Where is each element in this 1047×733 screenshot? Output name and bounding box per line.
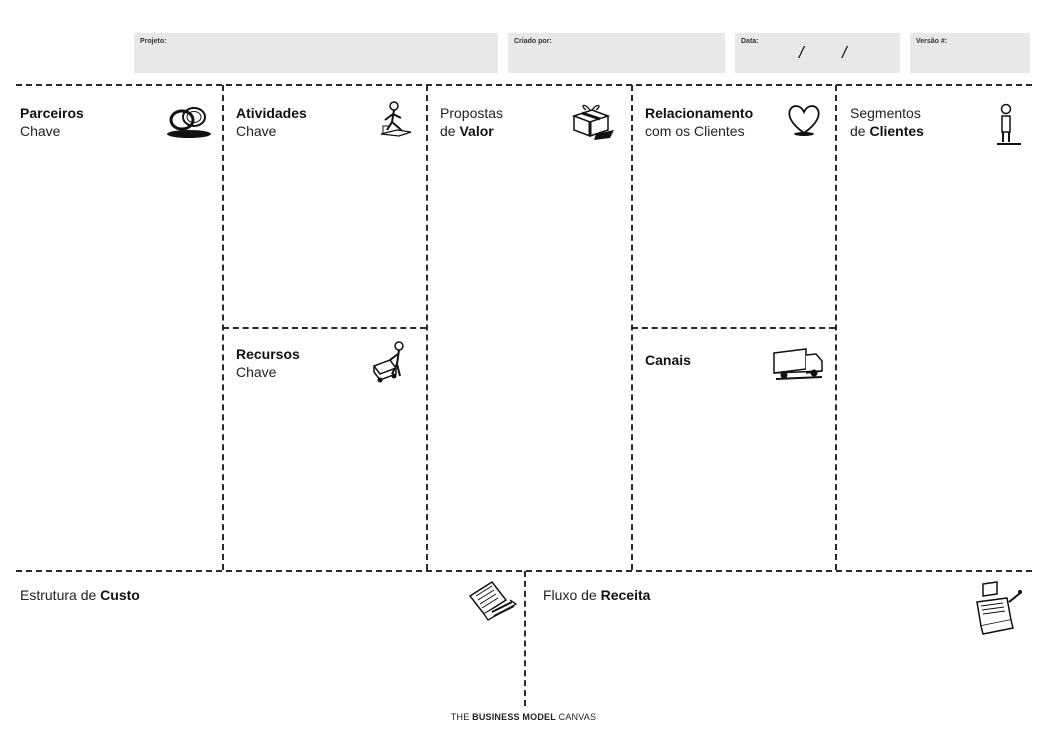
canvas-footer: THE BUSINESS MODEL CANVAS bbox=[0, 712, 1047, 722]
block-channels-title: Canais bbox=[645, 351, 691, 369]
partners-line2: Chave bbox=[20, 123, 61, 139]
date-label: Data: bbox=[741, 38, 759, 45]
relationships-line1: Relacionamento bbox=[645, 105, 754, 121]
activities-resources-divider bbox=[223, 327, 426, 329]
block-segments-title: Segmentos de Clientes bbox=[850, 104, 924, 140]
gift-icon bbox=[570, 100, 616, 142]
block-partners-title: Parceiros Chave bbox=[20, 104, 84, 140]
resources-line2: Chave bbox=[236, 364, 277, 380]
rings-icon bbox=[164, 104, 214, 140]
person-icon bbox=[993, 102, 1023, 148]
forklift-icon bbox=[370, 338, 414, 386]
block-activities-title: Atividades Chave bbox=[236, 104, 307, 140]
segments-line2-pre: de bbox=[850, 123, 870, 139]
block-resources-title: Recursos Chave bbox=[236, 345, 300, 381]
cost-pre: Estrutura de bbox=[20, 587, 101, 603]
value-line2-bold: Valor bbox=[459, 123, 494, 139]
divider-v4 bbox=[835, 85, 837, 570]
relationships-line2: com os Clientes bbox=[645, 123, 745, 139]
footer-bold: BUSINESS MODEL bbox=[472, 712, 556, 722]
activities-line1: Atividades bbox=[236, 105, 307, 121]
revenue-pre: Fluxo de bbox=[543, 587, 601, 603]
receipt-icon bbox=[464, 580, 520, 624]
cash-register-icon bbox=[973, 580, 1023, 638]
heart-icon bbox=[786, 103, 822, 137]
value-line1: Propostas bbox=[440, 105, 504, 121]
version-field[interactable]: Versão #: bbox=[910, 33, 1030, 73]
block-revenue-title: Fluxo de Receita bbox=[543, 586, 650, 604]
footer-post: CANVAS bbox=[555, 712, 597, 722]
block-relationships-title: Relacionamento com os Clientes bbox=[645, 104, 753, 140]
date-separator-1: / bbox=[799, 43, 804, 62]
project-label: Projeto: bbox=[140, 38, 167, 45]
created-by-field[interactable]: Criado por: bbox=[508, 33, 725, 73]
worker-icon bbox=[379, 100, 415, 140]
cost-revenue-divider bbox=[524, 571, 526, 706]
truck-icon bbox=[772, 345, 824, 385]
created-by-label: Criado por: bbox=[514, 38, 552, 45]
divider-v2 bbox=[426, 85, 428, 570]
block-cost-title: Estrutura de Custo bbox=[20, 586, 140, 604]
segments-line1: Segmentos bbox=[850, 105, 921, 121]
segments-line2-bold: Clientes bbox=[869, 123, 924, 139]
version-label: Versão #: bbox=[916, 38, 948, 45]
date-field[interactable]: Data: / / bbox=[735, 33, 900, 73]
resources-line1: Recursos bbox=[236, 346, 300, 362]
channels-line1: Canais bbox=[645, 352, 691, 368]
partners-line1: Parceiros bbox=[20, 105, 84, 121]
top-divider bbox=[16, 84, 1032, 86]
revenue-bold: Receita bbox=[600, 587, 651, 603]
date-separator-2: / bbox=[842, 43, 847, 62]
project-field[interactable]: Projeto: bbox=[134, 33, 498, 73]
activities-line2: Chave bbox=[236, 123, 277, 139]
value-line2-pre: de bbox=[440, 123, 460, 139]
relationships-channels-divider bbox=[632, 327, 835, 329]
footer-pre: THE bbox=[450, 712, 473, 722]
block-value-title: Propostas de Valor bbox=[440, 104, 503, 140]
cost-bold: Custo bbox=[100, 587, 140, 603]
